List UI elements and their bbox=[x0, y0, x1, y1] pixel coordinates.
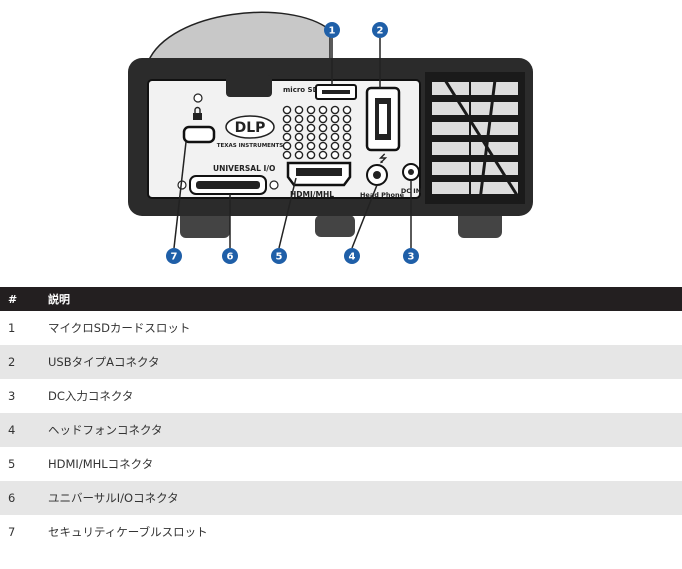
connector-table: # 説明 1 マイクロSDカードスロット 2 USBタイプAコネクタ 3 DC入力コネクタ… bbox=[0, 287, 682, 549]
top-notch bbox=[226, 75, 272, 97]
screw-icon bbox=[269, 180, 279, 190]
grille-hole bbox=[294, 150, 304, 160]
table-row: 4 ヘッドフォンコネクタ bbox=[0, 413, 682, 447]
grille-hole bbox=[342, 150, 352, 160]
callout-3: 3 bbox=[403, 248, 419, 264]
grille-hole bbox=[282, 141, 292, 151]
grille-hole bbox=[282, 150, 292, 160]
vent-grille bbox=[425, 72, 525, 204]
grille-hole bbox=[306, 114, 316, 124]
table-row: 6 ユニバーサルI/Oコネクタ bbox=[0, 481, 682, 515]
grille-hole bbox=[294, 105, 304, 115]
row-num: 2 bbox=[8, 355, 16, 369]
usb-icon: ⭍ bbox=[379, 153, 388, 165]
dlp-brand-text: DLP bbox=[235, 120, 266, 136]
svg-text:3: 3 bbox=[408, 252, 415, 263]
grille-hole bbox=[306, 123, 316, 133]
row-num: 3 bbox=[8, 389, 16, 403]
foot-right bbox=[458, 210, 502, 238]
grille-hole bbox=[306, 141, 316, 151]
universal-io-label: UNIVERSAL I/O bbox=[213, 164, 275, 173]
grille-hole bbox=[294, 141, 304, 151]
header-num: # bbox=[8, 292, 18, 306]
micro-sd-label: micro SD bbox=[283, 86, 319, 94]
grille-hole bbox=[330, 141, 340, 151]
grille-hole bbox=[318, 123, 328, 133]
svg-text:6: 6 bbox=[227, 252, 234, 263]
speaker-grille bbox=[282, 105, 352, 160]
screw-icon bbox=[193, 93, 203, 103]
row-num: 5 bbox=[8, 457, 16, 471]
grille-hole bbox=[306, 132, 316, 142]
callout-5: 5 bbox=[271, 248, 287, 264]
grille-hole bbox=[318, 105, 328, 115]
head-phone-label: Head Phone bbox=[360, 191, 405, 199]
grille-hole bbox=[318, 132, 328, 142]
row-desc: ヘッドフォンコネクタ bbox=[48, 423, 163, 437]
header-desc: 説明 bbox=[48, 293, 70, 306]
grille-hole bbox=[294, 132, 304, 142]
svg-text:1: 1 bbox=[329, 26, 336, 37]
grille-hole bbox=[282, 123, 292, 133]
dlp-sub-text: TEXAS INSTRUMENTS bbox=[217, 143, 284, 149]
callout-1: 1 bbox=[324, 22, 340, 38]
grille-hole bbox=[330, 123, 340, 133]
grille-hole bbox=[330, 114, 340, 124]
row-desc: マイクロSDカードスロット bbox=[48, 321, 191, 335]
callout-lines bbox=[173, 38, 412, 249]
grille-hole bbox=[342, 132, 352, 142]
grille-hole bbox=[330, 105, 340, 115]
grille-hole bbox=[318, 141, 328, 151]
foot-middle bbox=[315, 215, 355, 237]
grille-hole bbox=[318, 114, 328, 124]
grille-hole bbox=[282, 114, 292, 124]
svg-text:4: 4 bbox=[349, 252, 356, 263]
table-row: 5 HDMI/MHLコネクタ bbox=[0, 447, 682, 481]
svg-text:2: 2 bbox=[377, 26, 384, 37]
row-num: 4 bbox=[8, 423, 16, 437]
dlp-logo: DLP TEXAS INSTRUMENTS bbox=[217, 115, 284, 149]
grille-hole bbox=[342, 114, 352, 124]
grille-hole bbox=[294, 114, 304, 124]
callout-4: 4 bbox=[344, 248, 360, 264]
row-desc: セキュリティケーブルスロット bbox=[48, 525, 208, 539]
row-num: 1 bbox=[8, 321, 16, 335]
row-desc: DC入力コネクタ bbox=[48, 389, 134, 403]
row-num: 7 bbox=[8, 525, 16, 539]
callouts: 1 2 3 4 5 6 7 bbox=[166, 22, 419, 264]
foot-left bbox=[180, 210, 230, 238]
grille-hole bbox=[342, 141, 352, 151]
row-desc: USBタイプAコネクタ bbox=[48, 355, 160, 369]
table-row: 3 DC入力コネクタ bbox=[0, 379, 682, 413]
grille-hole bbox=[330, 132, 340, 142]
callout-2: 2 bbox=[372, 22, 388, 38]
row-desc: ユニバーサルI/Oコネクタ bbox=[48, 491, 179, 505]
hdmi-mhl-label: HDMI/MHL bbox=[290, 190, 334, 199]
grille-hole bbox=[282, 132, 292, 142]
grille-hole bbox=[342, 123, 352, 133]
row-num: 6 bbox=[8, 491, 16, 505]
grille-hole bbox=[306, 105, 316, 115]
grille-hole bbox=[318, 150, 328, 160]
svg-text:7: 7 bbox=[171, 252, 178, 263]
callout-7: 7 bbox=[166, 248, 182, 264]
svg-text:5: 5 bbox=[276, 252, 283, 263]
security-slot bbox=[182, 125, 216, 144]
projector-rear-diagram: DLP TEXAS INSTRUMENTS micro SD ⭍ UNIVERS… bbox=[0, 0, 682, 270]
callout-6: 6 bbox=[222, 248, 238, 264]
grille-hole bbox=[342, 105, 352, 115]
table-row: 7 セキュリティケーブルスロット bbox=[0, 515, 682, 549]
lens-housing bbox=[146, 11, 331, 63]
row-desc: HDMI/MHLコネクタ bbox=[48, 457, 154, 471]
table-row: 2 USBタイプAコネクタ bbox=[0, 345, 682, 379]
lock-icon bbox=[193, 106, 202, 120]
table-header-row: # 説明 bbox=[0, 287, 682, 311]
table-row: 1 マイクロSDカードスロット bbox=[0, 311, 682, 345]
grille-hole bbox=[294, 123, 304, 133]
grille-hole bbox=[330, 150, 340, 160]
grille-hole bbox=[306, 150, 316, 160]
grille-hole bbox=[282, 105, 292, 115]
